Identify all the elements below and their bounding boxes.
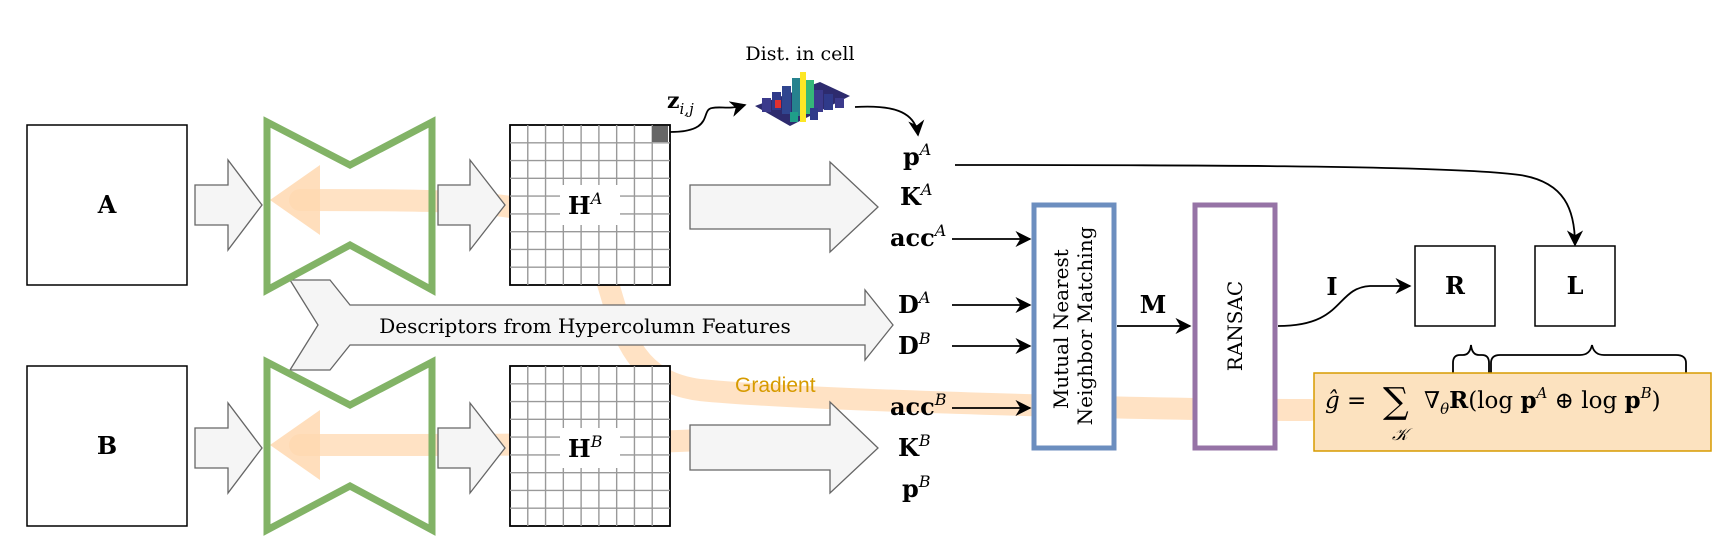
ransac-label: RANSAC [1223, 281, 1247, 371]
out-pB: pB [902, 472, 931, 503]
network-b [263, 356, 436, 536]
heatmap-label-b: HB [568, 432, 603, 463]
dist-label: Dist. in cell [745, 43, 854, 65]
descriptors-label: Descriptors from Hypercolumn Features [379, 314, 790, 338]
formula-sum: ∑ [1383, 381, 1409, 422]
R-label: R [1445, 271, 1466, 300]
mnn-input-arrows [952, 230, 1032, 417]
ransac-box [1192, 202, 1278, 451]
pA-to-L-arrow [954, 164, 1584, 247]
arrow-grid-a-to-outputs [689, 160, 879, 254]
out-DA: DA [898, 288, 930, 319]
z-connector [669, 101, 747, 133]
arrow-b-to-net [194, 401, 263, 495]
out-accB: accB [890, 390, 947, 421]
heatmap-label-bg-b [560, 428, 620, 468]
grid-cell-highlight [652, 126, 668, 142]
arrow-net-to-grid-a [437, 158, 506, 252]
mnn-box [1031, 202, 1117, 451]
input-box-a [26, 124, 188, 286]
dist-to-pA-arrow [854, 105, 925, 137]
L-label: L [1567, 271, 1584, 300]
network-a [263, 116, 436, 296]
brace-L [1490, 344, 1687, 373]
input-box-b [26, 365, 188, 527]
out-pA: pA [903, 140, 931, 171]
formula-sum-sub: 𝒦 [1392, 425, 1413, 445]
distribution-histogram [755, 72, 850, 126]
out-DB: DB [898, 329, 931, 360]
arrow-grid-b-to-outputs [689, 400, 879, 495]
formula-lhs: ĝ = [1325, 388, 1366, 414]
mnn-label: Mutual Nearest Neighbor Matching [1049, 226, 1097, 425]
heatmap-label-a: HA [568, 189, 602, 220]
out-KB: KB [898, 431, 931, 462]
L-box [1534, 245, 1616, 327]
input-label-a: A [97, 190, 117, 219]
out-KA: KA [900, 180, 932, 211]
gradient-arrowheads [270, 165, 320, 480]
formula-box [1313, 372, 1712, 452]
brace-R [1452, 344, 1490, 373]
ransac-to-R-arrow [1277, 277, 1412, 327]
arrow-a-to-net [194, 158, 263, 252]
gradient-label: Gradient [735, 374, 816, 397]
z-label: zi,j [667, 88, 694, 118]
formula-rhs: ∇θR(log pA ⊕ log pB) [1424, 384, 1661, 418]
small-arrows [194, 158, 879, 495]
I-label: I [1326, 272, 1337, 301]
M-label: M [1140, 290, 1167, 319]
R-box [1414, 245, 1496, 327]
heatmap-label-bg-a [560, 185, 620, 225]
arrow-net-to-grid-b [437, 401, 506, 495]
out-accA: accA [890, 221, 946, 252]
input-label-b: B [97, 431, 117, 460]
